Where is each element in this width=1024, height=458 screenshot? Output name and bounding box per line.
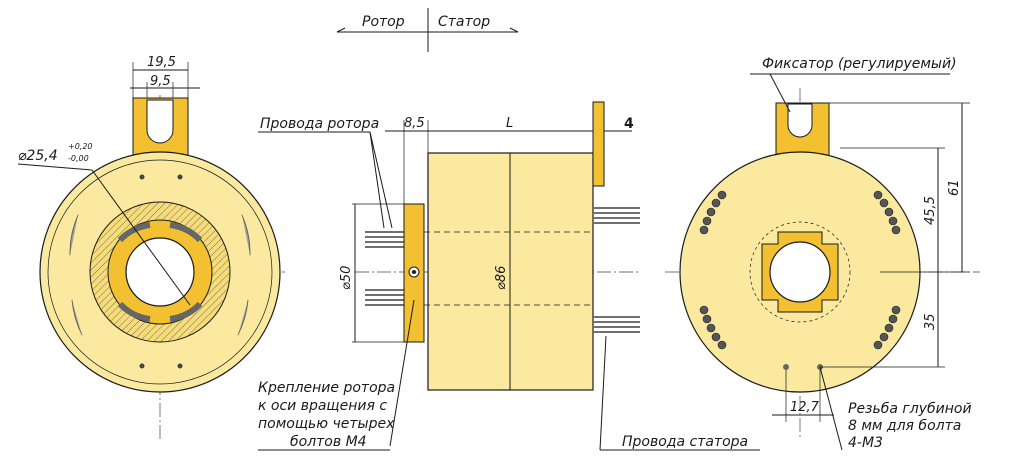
bore-tolerance-upper: +0,20	[68, 142, 93, 151]
side-view: Провода ротора 8,5 L 4 ⌀50 ⌀86 Крепление…	[258, 101, 760, 451]
rotor-wires-label: Провода ротора	[260, 116, 379, 132]
dim-tab-thickness: 4	[624, 116, 634, 132]
mount-note-line-3: помощью четырех	[258, 416, 395, 432]
thread-note: Резьба глубиной 8 мм для болта 4-М3	[848, 401, 972, 451]
bore-diameter-label: ⌀25,4	[18, 148, 58, 164]
dim-rotor-diameter: ⌀50	[339, 266, 354, 290]
dim-61: 61	[947, 179, 962, 196]
dim-slot-width: 9,5	[150, 74, 171, 89]
rotor-bolt-holes	[139, 174, 183, 369]
stator-wire-bundles	[593, 207, 640, 333]
dim-tab-width: 19,5	[147, 55, 176, 70]
stator-label: Статор	[438, 14, 490, 30]
stator-wires-label: Провода статора	[622, 434, 748, 450]
mount-note-line-4: болтов М4	[290, 434, 367, 450]
thread-note-line-1: Резьба глубиной	[848, 401, 972, 417]
thread-note-line-3: 4-М3	[848, 435, 883, 451]
thread-note-line-2: 8 мм для болта	[848, 418, 961, 434]
rotor-mount-note: Крепление ротора к оси вращения с помощь…	[258, 380, 395, 450]
dim-body-length: L	[506, 116, 513, 131]
right-view: Фиксатор (регулируемый) 61 45,5 35 12,7 …	[665, 56, 980, 451]
left-view: ⌀25,4 +0,20 -0,00 19,5 9,5	[17, 55, 285, 440]
mount-note-line-2: к оси вращения с	[258, 398, 387, 414]
rotor-label: Ротор	[362, 14, 405, 30]
rotor-stator-header: Ротор Статор	[336, 8, 519, 52]
stator-contact-holes	[699, 190, 901, 350]
dim-12-7: 12,7	[790, 400, 820, 415]
rotor-wire-bundles	[365, 231, 404, 306]
dim-45-5: 45,5	[923, 196, 938, 225]
dim-body-diameter: ⌀86	[494, 266, 509, 290]
mount-note-line-1: Крепление ротора	[258, 380, 395, 396]
dim-flange-thickness: 8,5	[404, 116, 425, 131]
dim-35: 35	[923, 313, 938, 330]
bore-tolerance-lower: -0,00	[68, 154, 89, 163]
fixator-label: Фиксатор (регулируемый)	[762, 56, 957, 72]
